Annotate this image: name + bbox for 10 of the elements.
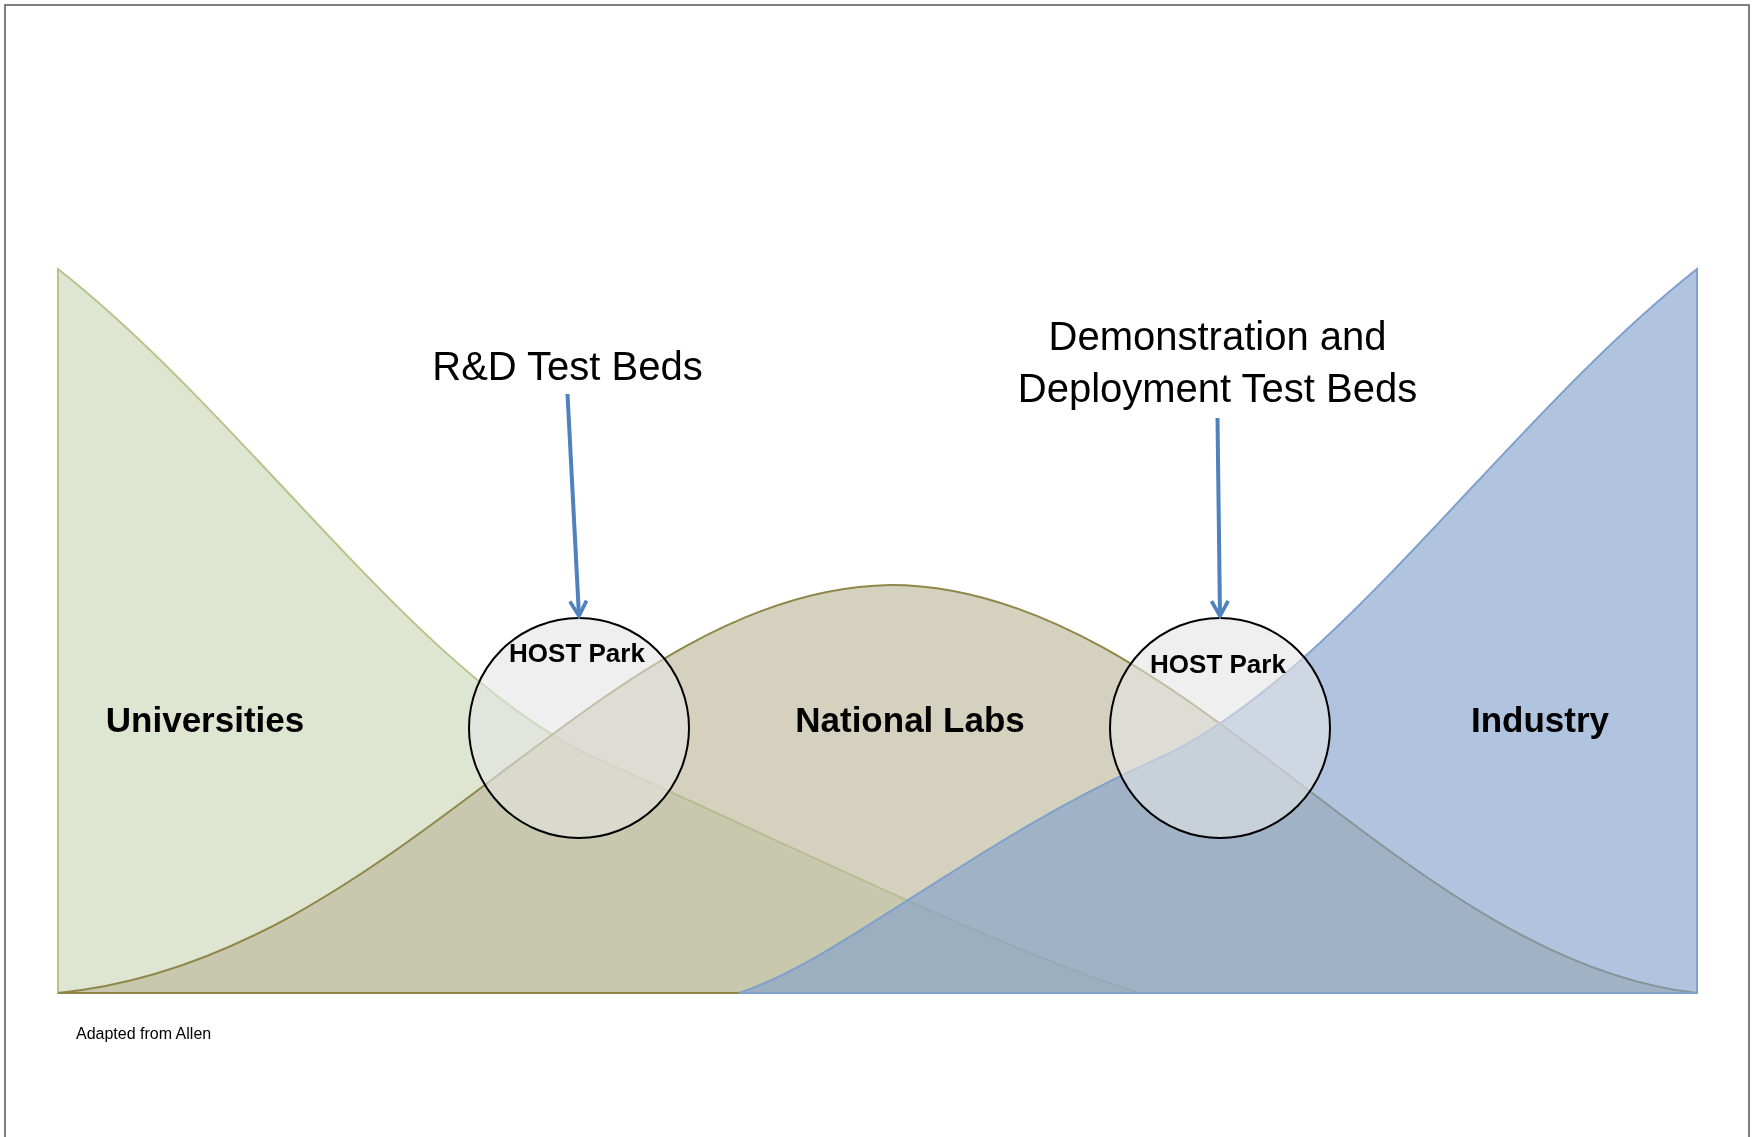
source-note: Adapted from Allen — [76, 1025, 212, 1043]
circle-label: HOST Park — [508, 638, 646, 669]
heading-text: Demonstration and Deployment Test Beds — [980, 310, 1455, 418]
region-label: Universities — [104, 700, 306, 740]
heading-text: R&D Test Beds — [400, 340, 735, 394]
region-label: National Labs — [794, 700, 1026, 740]
region-label: Industry — [1469, 700, 1611, 740]
arrow — [1209, 417, 1230, 618]
arrow — [565, 393, 589, 618]
circle-label: HOST Park — [1149, 649, 1287, 680]
